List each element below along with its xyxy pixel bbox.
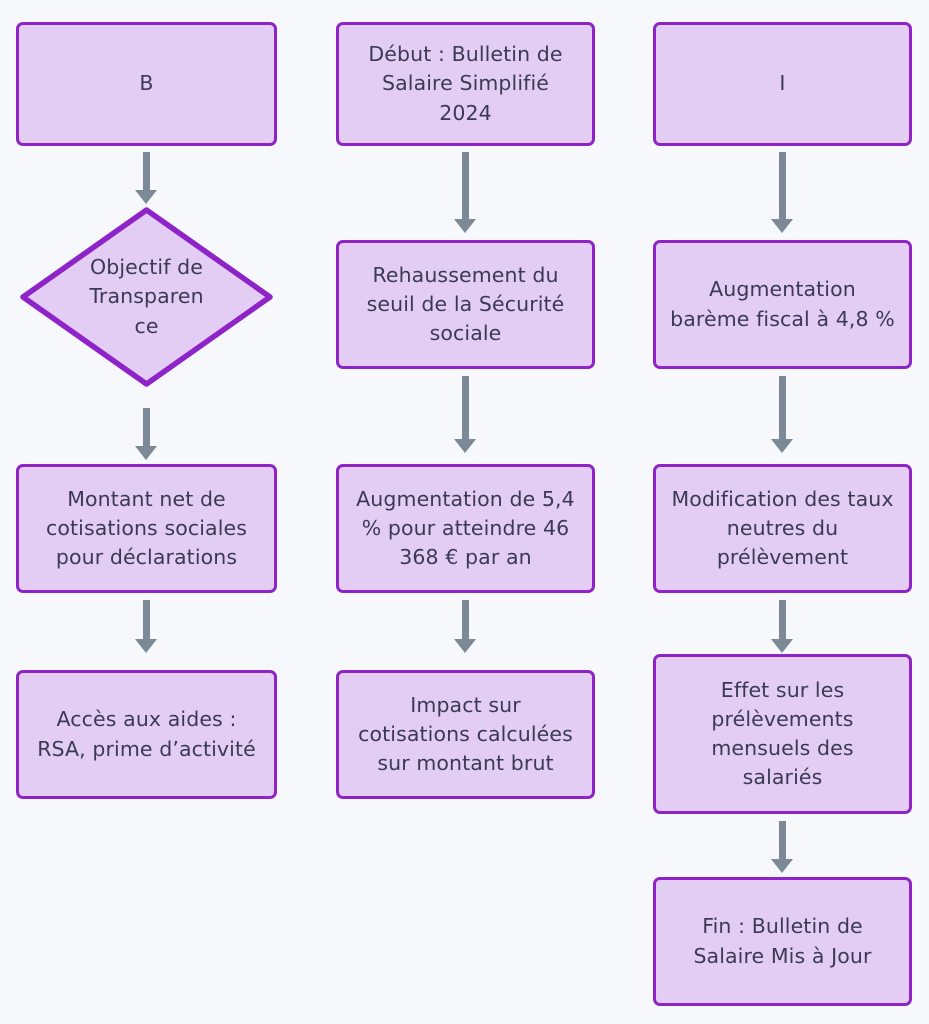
- arrow-head-icon: [454, 639, 476, 653]
- arrow-head-icon: [771, 439, 793, 453]
- arrow-shaft: [778, 152, 786, 220]
- node-effet-prelevements-mensuels[interactable]: Effet sur les prélèvements mensuels des …: [653, 654, 912, 814]
- arrow-shaft: [461, 376, 469, 440]
- node-bareme-label: Augmentation barème fiscal à 4,8 %: [670, 277, 895, 331]
- edge-bareme-to-modification: [771, 376, 793, 453]
- node-impact-cotisations[interactable]: Impact sur cotisations calculées sur mon…: [336, 670, 595, 799]
- node-modification-label: Modification des taux neutres du prélève…: [671, 486, 894, 570]
- node-objectif-label: Objectif de Transparen ce: [89, 255, 204, 338]
- node-fin-bulletin-mis-a-jour[interactable]: Fin : Bulletin de Salaire Mis à Jour: [653, 877, 912, 1006]
- node-augmentation-label: Augmentation de 5,4 % pour atteindre 46 …: [356, 486, 575, 570]
- edge-rehaussement-to-augmentation: [454, 376, 476, 453]
- node-impact-label: Impact sur cotisations calculées sur mon…: [358, 692, 573, 776]
- node-montant-net-cotisations[interactable]: Montant net de cotisations sociales pour…: [16, 464, 277, 593]
- arrow-head-icon: [454, 439, 476, 453]
- arrow-head-icon: [135, 639, 157, 653]
- node-i-label: I: [779, 71, 786, 96]
- arrow-shaft: [142, 600, 150, 640]
- node-objectif-de-transparence[interactable]: Objectif de Transparen ce: [20, 207, 273, 387]
- edge-debut-to-rehaussement: [454, 152, 476, 233]
- arrow-shaft: [461, 152, 469, 220]
- arrow-shaft: [142, 152, 150, 191]
- node-montant-label: Montant net de cotisations sociales pour…: [46, 486, 247, 570]
- arrow-head-icon: [135, 190, 157, 204]
- arrow-shaft: [142, 408, 150, 447]
- node-fin-label: Fin : Bulletin de Salaire Mis à Jour: [693, 914, 872, 968]
- edge-objectif-to-montant: [135, 408, 157, 460]
- arrow-shaft: [778, 376, 786, 440]
- node-b[interactable]: B: [16, 22, 277, 146]
- node-acces-label: Accès aux aides : RSA, prime d’activité: [37, 707, 256, 761]
- edge-b-to-objectif: [135, 152, 157, 204]
- edge-effet-to-fin: [771, 821, 793, 873]
- edge-augmentation-to-impact: [454, 600, 476, 653]
- node-b-label: B: [139, 71, 154, 96]
- edge-montant-to-acces: [135, 600, 157, 653]
- node-acces-aux-aides[interactable]: Accès aux aides : RSA, prime d’activité: [16, 670, 277, 799]
- node-effet-label: Effet sur les prélèvements mensuels des …: [711, 677, 854, 790]
- arrow-head-icon: [454, 219, 476, 233]
- edge-modification-to-effet: [771, 600, 793, 653]
- arrow-head-icon: [135, 446, 157, 460]
- arrow-shaft: [778, 600, 786, 640]
- node-debut-label: Début : Bulletin de Salaire Simplifié 20…: [368, 42, 563, 125]
- arrow-shaft: [461, 600, 469, 640]
- node-i[interactable]: I: [653, 22, 912, 146]
- node-augmentation-bareme-fiscal[interactable]: Augmentation barème fiscal à 4,8 %: [653, 240, 912, 369]
- edge-i-to-bareme: [771, 152, 793, 233]
- node-modification-taux-neutres[interactable]: Modification des taux neutres du prélève…: [653, 464, 912, 593]
- arrow-head-icon: [771, 219, 793, 233]
- diamond-shape-icon: [20, 207, 273, 387]
- arrow-head-icon: [771, 639, 793, 653]
- arrow-head-icon: [771, 859, 793, 873]
- arrow-shaft: [778, 821, 786, 860]
- node-rehaussement-seuil[interactable]: Rehaussement du seuil de la Sécurité soc…: [336, 240, 595, 369]
- node-rehaussement-label: Rehaussement du seuil de la Sécurité soc…: [366, 262, 565, 346]
- node-augmentation-5-4-pourcent[interactable]: Augmentation de 5,4 % pour atteindre 46 …: [336, 464, 595, 593]
- node-debut-bulletin-salaire[interactable]: Début : Bulletin de Salaire Simplifié 20…: [336, 22, 595, 146]
